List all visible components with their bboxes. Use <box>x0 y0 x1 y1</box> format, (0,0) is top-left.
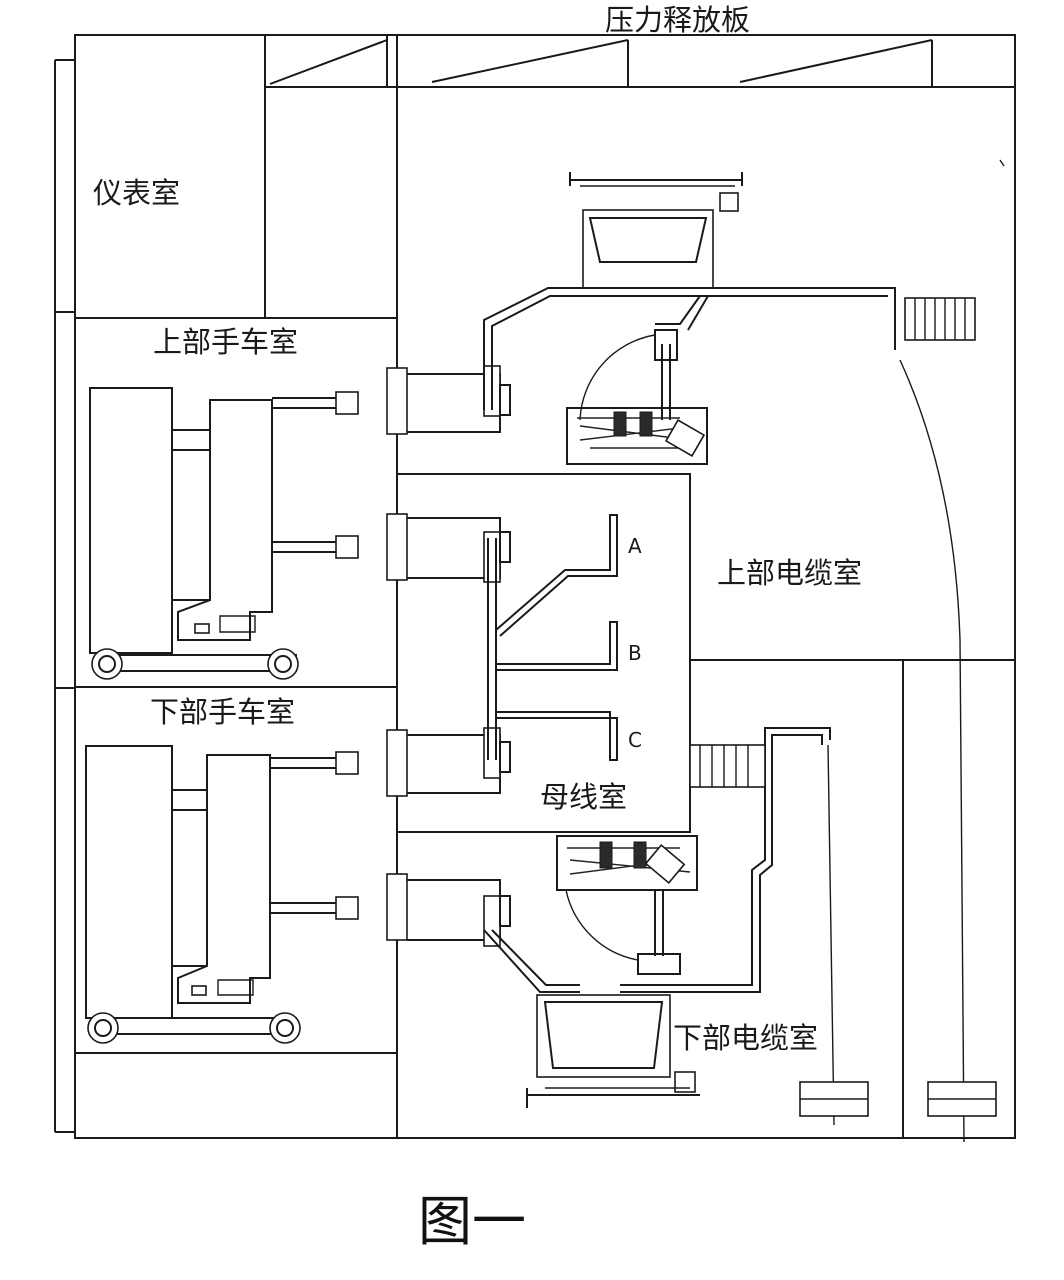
lower-cart-room-label: 下部手车室 <box>150 695 295 729</box>
pressure-relief-label: 压力释放板 <box>605 3 750 37</box>
lower-cable-room <box>483 727 997 1126</box>
lower-cable-room-label: 下部电缆室 <box>673 1021 818 1055</box>
contact-spouts <box>386 365 511 947</box>
upper-cable-room <box>483 159 1015 1143</box>
instrument-room-label: 仪表室 <box>93 176 180 210</box>
instrument-room <box>74 34 266 319</box>
cabinet-outline <box>54 34 1016 1139</box>
upper-cable-room-label: 上部电缆室 <box>717 556 862 590</box>
pressure-relief-flaps <box>264 34 1015 87</box>
phase-b-label: B <box>628 641 642 665</box>
upper-circuit-breaker-cart <box>89 387 359 680</box>
phase-c-label: C <box>628 728 642 752</box>
upper-cart-room-label: 上部手车室 <box>153 325 298 359</box>
figure-caption: 图一 <box>418 1190 526 1253</box>
busbar-room <box>397 473 691 833</box>
phase-a-label: A <box>628 534 642 558</box>
lower-circuit-breaker-cart <box>85 745 359 1044</box>
busbar-room-label: 母线室 <box>540 780 627 814</box>
